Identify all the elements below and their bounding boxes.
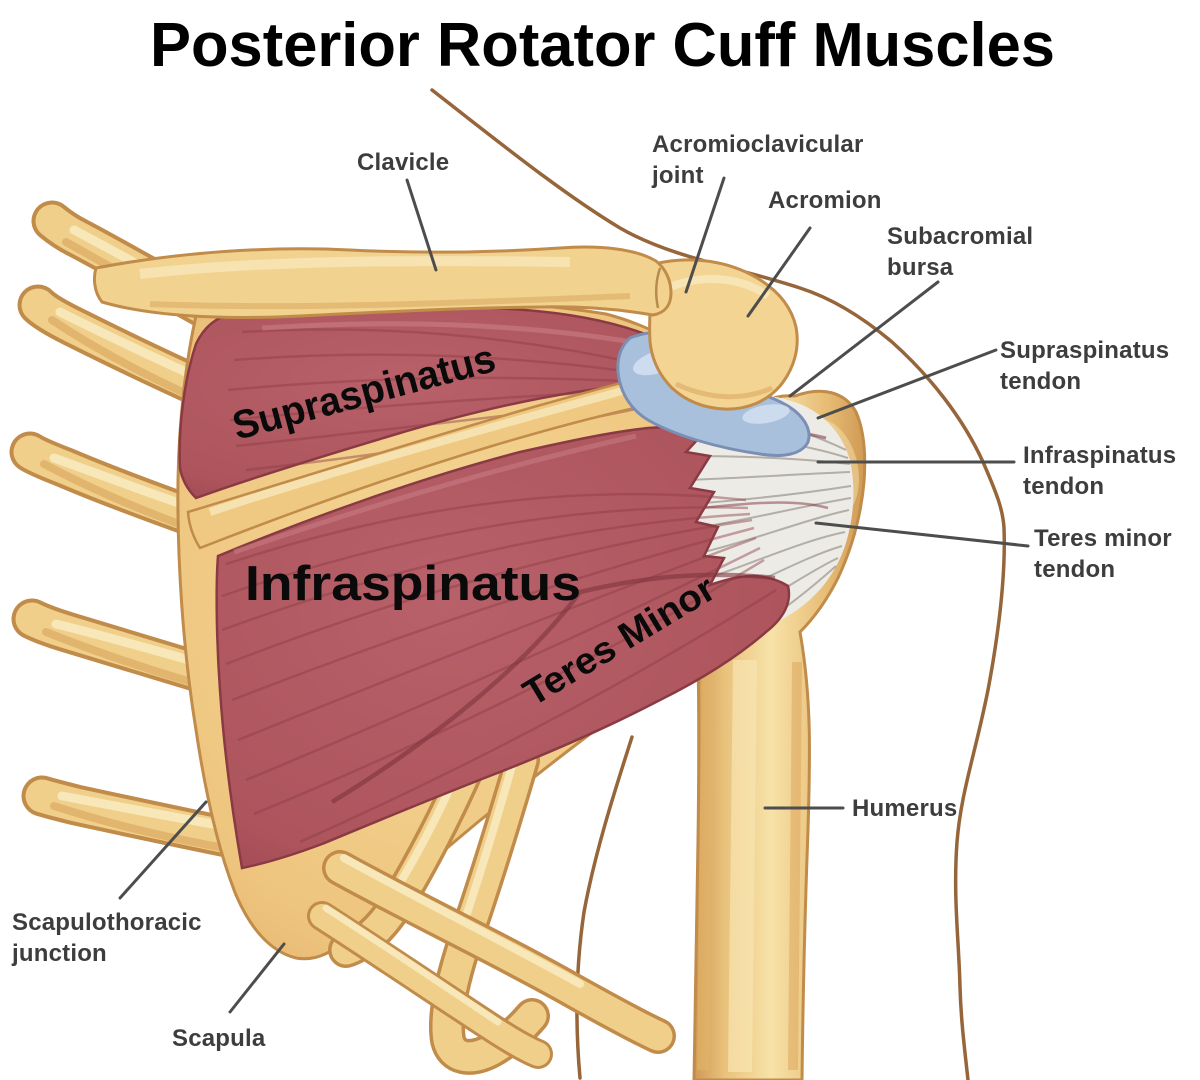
- stj-line2: junction: [11, 940, 107, 967]
- bursa-line1: Subacromial: [887, 223, 1033, 250]
- supraspinatus-highlight: [261, 321, 656, 349]
- supt-line2: tendon: [1000, 368, 1081, 395]
- rib-lower-3: [322, 850, 676, 1054]
- humerus-label: Humerus: [852, 795, 957, 822]
- leader-acromion: [746, 226, 812, 318]
- neck-shoulder-arm-outline: [430, 88, 1007, 1080]
- chest-outline: [575, 735, 634, 1080]
- clavicle-label: Clavicle: [357, 149, 449, 176]
- supraspinatus-tendon-label: Supraspinatus tendon: [1000, 337, 1176, 395]
- tmt-line2: tendon: [1034, 556, 1115, 583]
- subacromial-bursa-label: Subacromial bursa: [887, 223, 1040, 281]
- leader-lines: [118, 176, 1030, 1014]
- supt-line1: Supraspinatus: [1000, 337, 1169, 364]
- bursa-line2: bursa: [887, 254, 954, 281]
- scapula-label: Scapula: [172, 1025, 266, 1052]
- clavicle-bone: [92, 245, 673, 319]
- body-outline: [430, 88, 1007, 1080]
- ac-joint-crease: [655, 267, 662, 309]
- tmt-line1: Teres minor: [1034, 525, 1172, 552]
- infraspinatus-teres-muscle: [215, 422, 791, 870]
- acromion-highlight: [666, 275, 771, 300]
- inft-line2: tendon: [1023, 473, 1104, 500]
- leader-teres-minor-tendon: [814, 521, 1030, 548]
- ribs-lower: [307, 742, 676, 1075]
- bursa-highlight-2: [742, 404, 790, 424]
- acromion-bone: [648, 258, 799, 411]
- scapulothoracic-junction-label: Scapulothoracic junction: [11, 909, 209, 967]
- infraspinatus-label: Infraspinatus: [245, 557, 581, 611]
- leader-scapula: [228, 942, 286, 1014]
- leader-scapulothoracic-junction: [118, 800, 208, 900]
- leader-acromioclavicular-joint: [684, 176, 726, 294]
- acromion-label: Acromion: [768, 187, 882, 214]
- leader-subacromial-bursa: [788, 280, 940, 398]
- page-title: Posterior Rotator Cuff Muscles: [150, 11, 1055, 80]
- acromioclavicular-joint-label: Acromioclavicular joint: [651, 131, 870, 189]
- inft-line1: Infraspinatus: [1023, 442, 1176, 469]
- acj-line2: joint: [651, 162, 704, 189]
- teres-minor-tendon-label: Teres minor tendon: [1034, 525, 1179, 583]
- scapular-spine-highlight: [208, 382, 642, 516]
- infraspinatus-highlight: [233, 433, 637, 555]
- infraspinatus-striations: [221, 492, 777, 844]
- leader-clavicle: [405, 178, 438, 272]
- leader-supraspinatus-tendon: [816, 348, 998, 420]
- infraspinatus-teres-tendon-edge: [699, 501, 829, 510]
- rib-lower-4: [307, 901, 553, 1069]
- stj-line1: Scapulothoracic: [12, 909, 202, 936]
- acromion-shadow: [674, 381, 774, 400]
- clavicle-shadow: [149, 293, 631, 310]
- teres-groove: [330, 572, 776, 804]
- acj-line1: Acromioclavicular: [652, 131, 864, 158]
- clavicle-highlight: [139, 256, 571, 279]
- infraspinatus-tendon-label: Infraspinatus tendon: [1023, 442, 1183, 500]
